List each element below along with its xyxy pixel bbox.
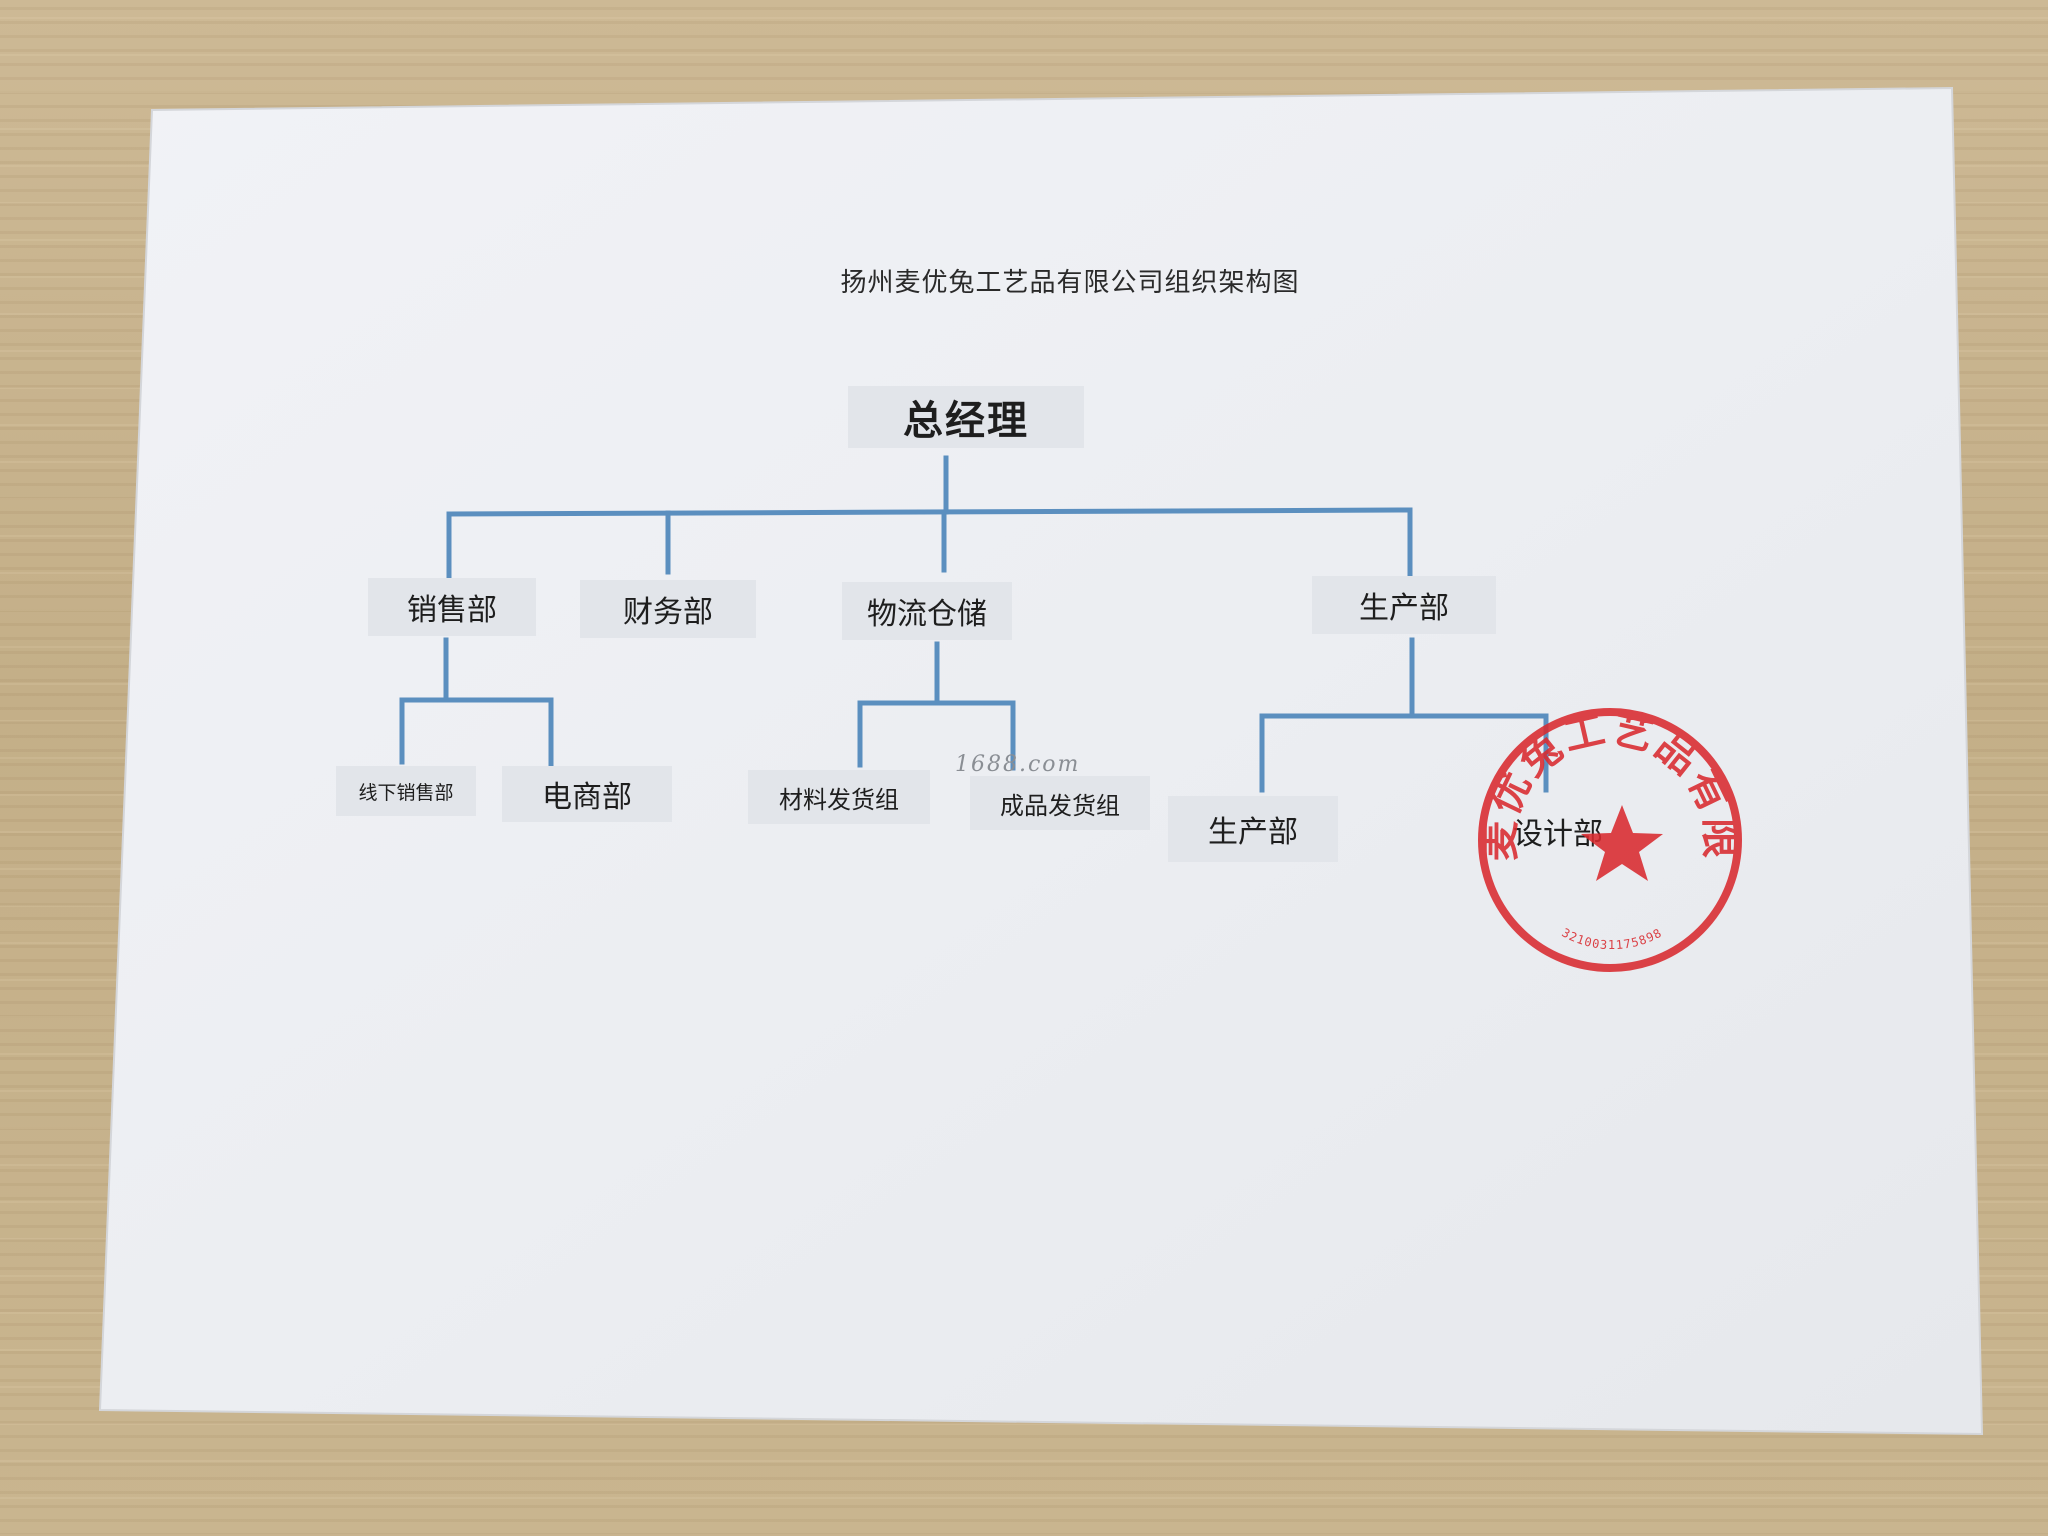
node-offline-sales: 线下销售部 — [336, 766, 476, 816]
node-sales: 销售部 — [368, 578, 536, 636]
node-logistics: 物流仓储 — [842, 582, 1012, 640]
seal-star-icon — [1581, 805, 1663, 881]
org-connectors — [399, 455, 1549, 793]
node-finance: 财务部 — [580, 580, 756, 638]
watermark-text: 1688.com — [955, 752, 1081, 777]
chart-title: 扬州麦优兔工艺品有限公司组织架构图 — [840, 268, 1300, 298]
company-seal: 扬州麦优兔工艺品有限公司 3210031175898 — [1470, 700, 1742, 972]
node-ecommerce: 电商部 — [502, 766, 672, 822]
node-production: 生产部 — [1312, 576, 1496, 634]
node-production-sub: 生产部 — [1168, 796, 1338, 862]
seal-code-text: 3210031175898 — [1559, 926, 1663, 953]
node-general-manager: 总经理 — [848, 386, 1084, 448]
svg-text:3210031175898: 3210031175898 — [1559, 926, 1664, 953]
node-finished-shipping: 成品发货组 — [970, 776, 1150, 830]
node-materials-shipping: 材料发货组 — [748, 770, 930, 824]
